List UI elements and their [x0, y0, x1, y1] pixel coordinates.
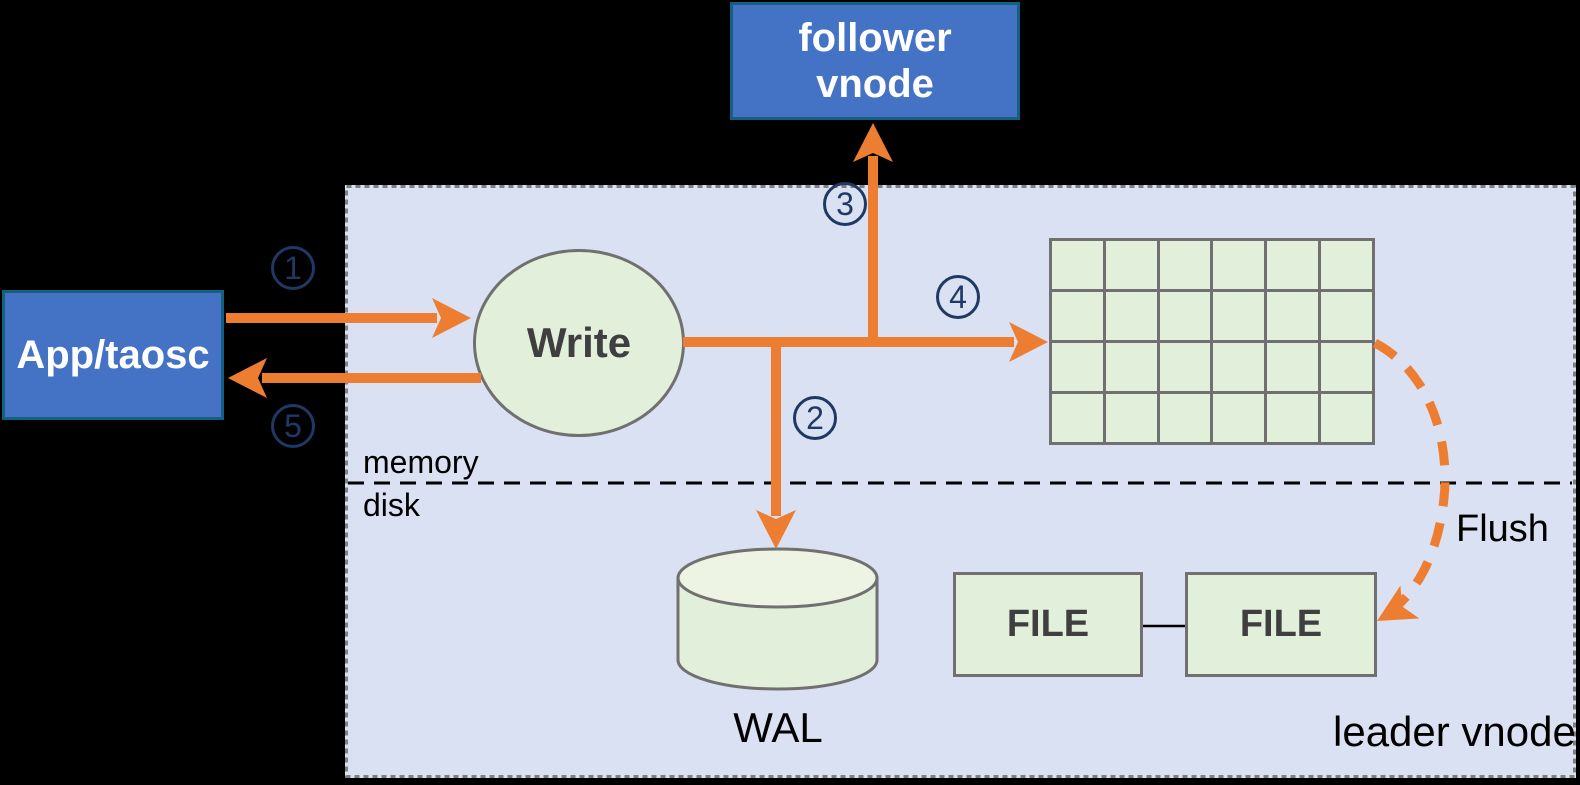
follower-vnode-label: follower vnode [798, 16, 952, 106]
follower-vnode-box: follower vnode [730, 2, 1020, 120]
memtable-cell [1159, 394, 1211, 442]
memtable-cell [1267, 241, 1319, 289]
step-badge-4: 4 [936, 275, 980, 319]
memtable-cell [1052, 343, 1103, 391]
memtable-cell [1321, 394, 1372, 442]
app-taosc-box: App/taosc [2, 290, 224, 420]
memtable-cell [1159, 292, 1211, 340]
file-box-left: FILE [953, 572, 1143, 677]
step-2-number: 2 [806, 399, 824, 436]
memtable-cell [1052, 241, 1103, 289]
write-label: Write [526, 319, 632, 366]
memtable-cell [1105, 394, 1157, 442]
memtable-cell [1105, 292, 1157, 340]
write-circle: Write [473, 249, 685, 437]
step-badge-1: 1 [271, 246, 315, 290]
wal-label: WAL [733, 704, 823, 751]
step-badge-3: 3 [823, 182, 867, 226]
step-badge-2: 2 [793, 396, 837, 440]
file-box-right: FILE [1185, 572, 1377, 677]
flush-label: Flush [1456, 508, 1549, 550]
step-1-number: 1 [284, 249, 302, 286]
step-3-number: 3 [836, 185, 854, 222]
memtable-cell [1213, 241, 1265, 289]
memtable-cell [1213, 343, 1265, 391]
step-5-number: 5 [284, 407, 302, 444]
memtable-cell [1159, 241, 1211, 289]
step-badge-5: 5 [271, 404, 315, 448]
memtable-cell [1213, 394, 1265, 442]
memtable-cell [1267, 394, 1319, 442]
memory-label: memory [363, 444, 479, 480]
memtable-cell [1105, 343, 1157, 391]
memtable-cell [1267, 292, 1319, 340]
app-taosc-label: App/taosc [16, 333, 210, 377]
memtable-cell [1105, 241, 1157, 289]
leader-vnode-label: leader vnode [1333, 708, 1576, 755]
file-right-label: FILE [1239, 603, 1323, 645]
memtable-grid [1049, 238, 1375, 445]
memtable-cell [1159, 343, 1211, 391]
memtable-cell [1321, 343, 1372, 391]
disk-label: disk [363, 487, 420, 523]
memtable-cell [1267, 343, 1319, 391]
file-left-label: FILE [1006, 603, 1090, 645]
memtable-cell [1052, 292, 1103, 340]
step-4-number: 4 [949, 278, 967, 315]
memtable-cell [1321, 241, 1372, 289]
memtable-cell [1321, 292, 1372, 340]
memtable-cell [1213, 292, 1265, 340]
memtable-cell [1052, 394, 1103, 442]
